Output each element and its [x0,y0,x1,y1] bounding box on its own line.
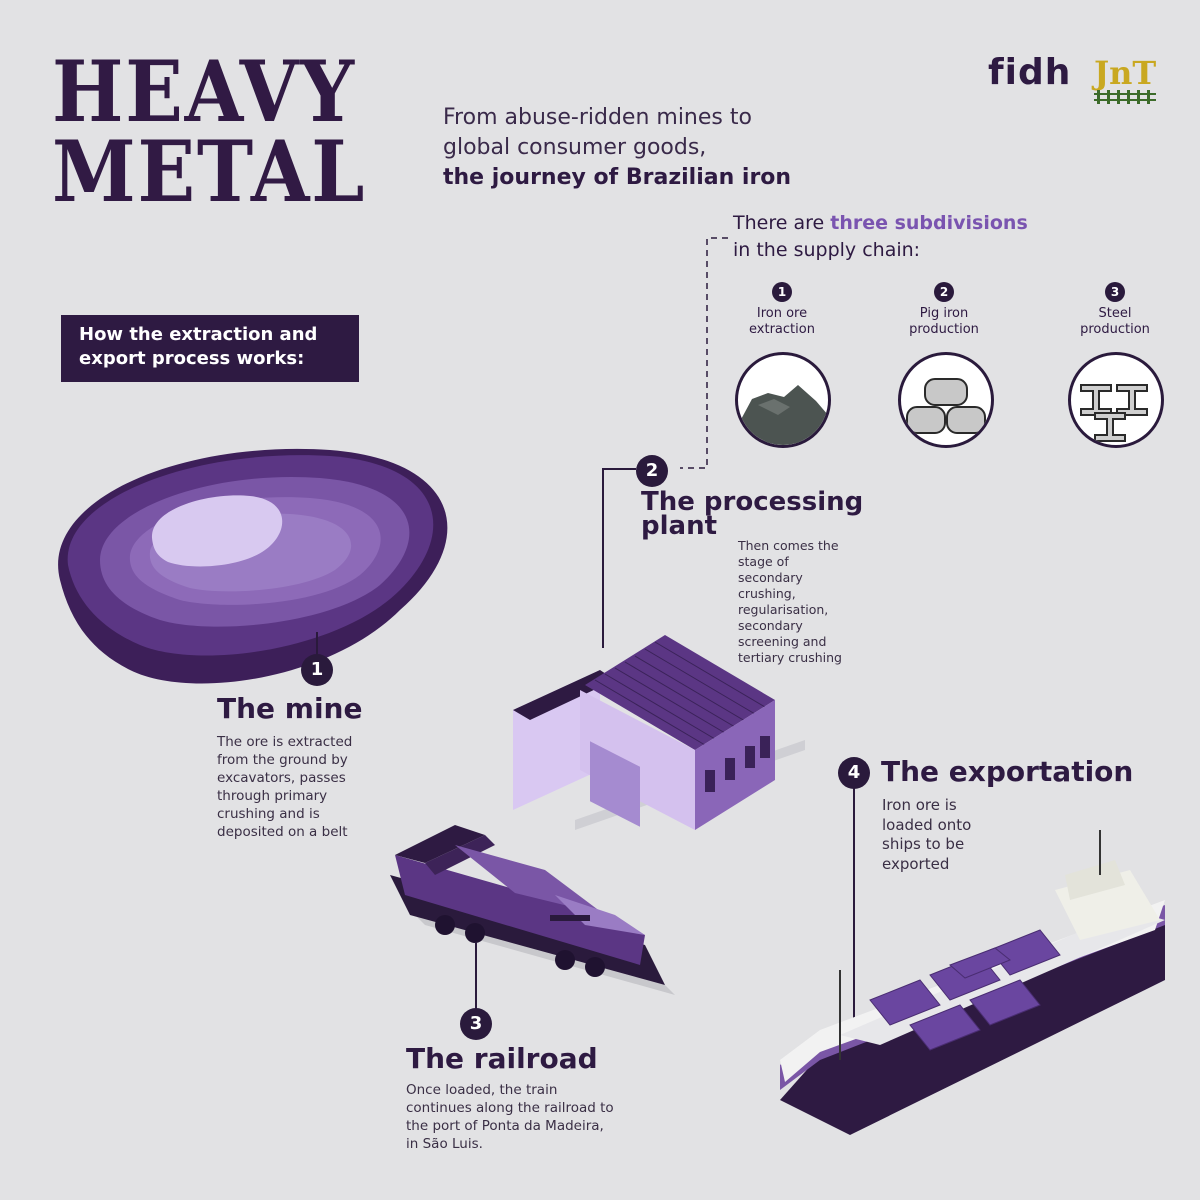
desc-line: The ore is extracted [217,734,353,750]
steel-beams-icon [1068,352,1164,448]
subdivision-1-number: 1 [772,282,792,302]
step-4-title: The exportation [881,755,1134,788]
desc-line: crushing, [738,586,796,601]
title-line-1: HEAVY [52,42,356,141]
desc-line: tertiary crushing [738,650,842,665]
step-4-number: 4 [838,757,870,789]
step-2-number: 2 [636,455,668,487]
desc-line: exported [882,854,950,873]
ship-illustration [780,830,1165,1135]
intro-highlight: three subdivisions [830,212,1028,234]
step-3-number: 3 [460,1008,492,1040]
subtitle: From abuse-ridden mines to global consum… [443,103,843,193]
mine-illustration [58,448,448,684]
mine-connector [316,632,318,656]
step-1-description: The ore is extracted from the ground by … [217,733,352,841]
desc-line: Once loaded, the train [406,1082,558,1098]
ship-connector [853,787,855,1027]
process-label: How the extraction and export process wo… [61,315,359,382]
subtitle-line-1: From abuse-ridden mines to [443,105,752,130]
fidh-logo: fidh [988,52,1072,93]
desc-line: loaded onto [882,815,972,834]
desc-line: through primary [217,788,328,804]
desc-line: continues along the railroad to [406,1100,614,1116]
jnt-logo: JnT [1094,54,1156,104]
subdivisions-intro: There are three subdivisions in the supp… [733,210,1028,264]
subdivision-2-number: 2 [934,282,954,302]
step-4-description: Iron ore is loaded onto ships to be expo… [882,796,971,874]
subtitle-bold: the journey of Brazilian iron [443,165,792,190]
title-line-2: METAL [52,122,367,221]
desc-line: screening and [738,634,827,649]
desc-line: regularisation, [738,602,829,617]
desc-line: crushing and is [217,806,320,822]
subdivision-1-label-2: extraction [749,322,815,337]
subdivision-2: 2 Pig iron production [884,282,1004,338]
desc-line: from the ground by [217,752,348,768]
desc-line: excavators, passes [217,770,346,786]
desc-line: Iron ore is [882,796,957,814]
desc-line: stage of [738,554,789,569]
plant-connector-h [602,468,636,470]
pig-iron-icon [898,352,994,448]
dashed-connector [680,237,728,469]
process-label-line-1: How the extraction and [79,324,318,345]
subdivision-1-label-1: Iron ore [756,306,808,321]
subdivision-3: 3 Steel production [1055,282,1175,338]
desc-line: ships to be [882,835,965,853]
subdivision-1: 1 Iron ore extraction [722,282,842,338]
desc-line: Then comes the [738,538,839,553]
step-3-description: Once loaded, the train continues along t… [406,1081,614,1153]
railroad-track-icon [1094,90,1156,104]
processing-plant-illustration [513,635,805,830]
desc-line: the port of Ponta da Madeira, [406,1118,604,1134]
subdivision-2-label-1: Pig iron [919,306,969,321]
desc-line: in São Luis. [406,1136,483,1152]
desc-line: secondary [738,618,803,633]
intro-pre: There are [733,212,831,234]
subdivision-3-label-1: Steel [1098,306,1132,321]
train-illustration [390,825,675,995]
subdivision-3-label-2: production [1080,322,1150,337]
step-3-title: The railroad [406,1042,598,1075]
desc-line: secondary [738,570,803,585]
page-title: HEAVY METAL [52,42,367,221]
train-connector [475,942,477,1010]
step-2-title-line-1: The processing [641,487,864,517]
subdivision-2-label-2: production [909,322,979,337]
step-1-title: The mine [217,692,363,725]
process-label-line-2: export process works: [79,348,305,369]
step-2-title-line-2: plant [641,511,718,541]
desc-line: deposited on a belt [217,824,348,840]
subtitle-line-2: global consumer goods, [443,135,707,160]
intro-post: in the supply chain: [733,239,921,261]
step-2-description: Then comes the stage of secondary crushi… [738,538,842,666]
step-1-number: 1 [301,654,333,686]
subdivision-3-number: 3 [1105,282,1125,302]
iron-ore-icon [735,352,831,448]
plant-connector-v [602,468,604,648]
step-2-title: The processing plant [641,487,864,541]
